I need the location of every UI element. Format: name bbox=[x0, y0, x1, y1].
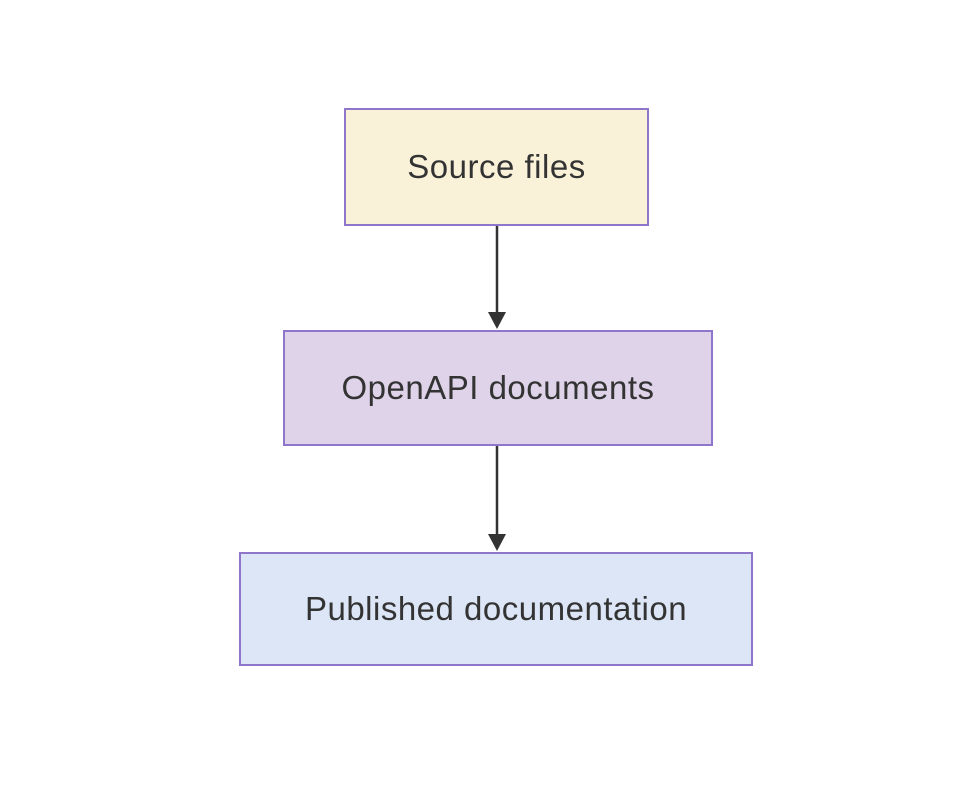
node-source-files-label: Source files bbox=[407, 148, 586, 185]
node-openapi-documents-label: OpenAPI documents bbox=[341, 369, 655, 406]
edge-source-to-openapi bbox=[488, 226, 506, 329]
arrowhead-down-icon bbox=[488, 312, 506, 329]
arrowhead-down-icon bbox=[488, 534, 506, 551]
edge-openapi-to-published bbox=[488, 446, 506, 551]
node-published-documentation-label: Published documentation bbox=[304, 590, 688, 627]
node-source-files: Source files bbox=[344, 108, 649, 226]
node-published-documentation: Published documentation bbox=[239, 552, 753, 666]
node-openapi-documents: OpenAPI documents bbox=[283, 330, 713, 446]
